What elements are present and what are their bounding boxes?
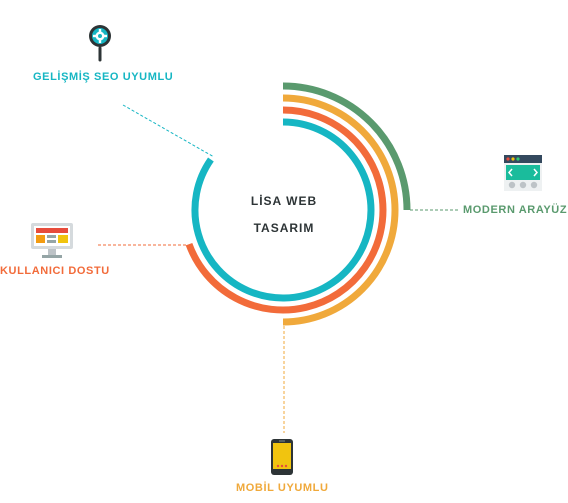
center-title-line2: TASARIM — [253, 221, 315, 235]
smartphone-icon — [271, 439, 293, 475]
browser-window-icon — [504, 155, 542, 191]
seo-feature-label: GELİŞMİŞ SEO UYUMLU — [33, 71, 174, 83]
modern-arc — [282, 82, 411, 211]
seo-connector-line — [122, 104, 215, 158]
mobile-arc — [282, 94, 399, 326]
seo-arc — [191, 118, 375, 302]
modern-feature-label: MODERN ARAYÜZ — [463, 204, 568, 216]
user-feature-label: KULLANICI DOSTU — [0, 265, 110, 277]
monitor-icon — [31, 223, 73, 258]
user-arc — [185, 106, 387, 314]
mobile-feature-label: MOBİL UYUMLU — [236, 482, 329, 494]
center-title-line1: LİSA WEB — [250, 194, 318, 208]
magnifier-gear-icon — [89, 25, 111, 62]
